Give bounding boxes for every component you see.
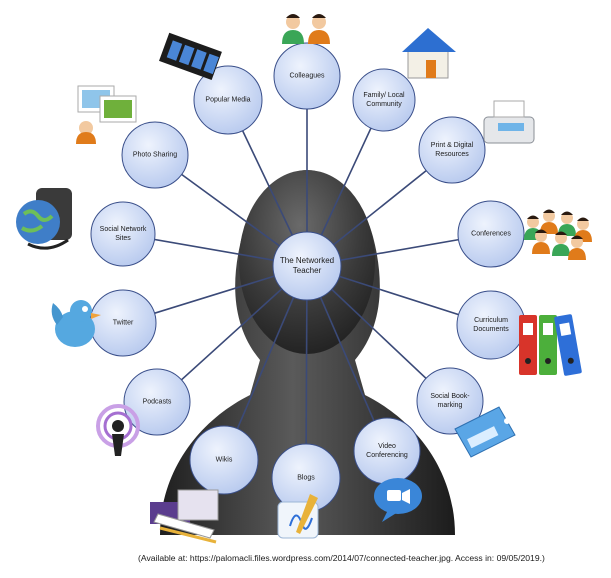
node-label-conferences: Conferences [471, 230, 511, 238]
film-strip-icon [159, 32, 222, 81]
node-label-wikis: Wikis [215, 456, 233, 464]
node-bubble-conferences [457, 200, 525, 268]
node-bubble-print [418, 116, 486, 184]
node-label-blogs: Blogs [297, 474, 315, 482]
globe-headset-icon [16, 188, 72, 250]
connector-blogs [305, 265, 308, 479]
node-bubble-social [90, 201, 156, 267]
connector-wikis [223, 265, 308, 461]
wiki-blocks-icon [150, 489, 219, 544]
node-label-bookmarking: Social Book-marking [430, 393, 470, 409]
center-node-bubble [272, 231, 342, 301]
node-bubble-colleagues [273, 42, 341, 110]
bird-icon [51, 300, 101, 347]
blog-pen-icon [277, 494, 319, 539]
node-bubbles [89, 42, 526, 513]
house-icon [402, 28, 456, 79]
node-label-video: Video Conferencing [366, 443, 408, 459]
tag-icon [454, 406, 516, 458]
printer-icon [483, 100, 535, 144]
binders-icon [519, 314, 582, 376]
people-group-icon [524, 209, 592, 260]
node-label-photo: Photo Sharing [132, 151, 178, 159]
node-label-twitter: Twitter [112, 319, 134, 327]
node-label-colleagues: Colleagues [289, 72, 325, 80]
node-label-curriculum: Curriculum Documents [473, 317, 509, 333]
node-bubble-bookmarking [416, 367, 484, 435]
video-camera-bubble-icon [374, 478, 422, 522]
node-bubble-podcasts [123, 368, 191, 436]
node-label-social: Social Network Sites [99, 226, 147, 242]
node-label-family: Family/ Local Community [363, 92, 405, 108]
podcast-icon [96, 404, 140, 456]
people-pair-icon [282, 14, 330, 44]
center-node-label: The Networked Teacher [279, 256, 335, 275]
node-label-popular: Popular Media [205, 96, 251, 104]
node-label-print: Print & Digital Resources [430, 142, 474, 158]
node-bubble-popular [193, 65, 263, 135]
node-icons [16, 14, 592, 544]
node-bubble-family [352, 68, 416, 132]
node-label-podcasts: Podcasts [142, 398, 172, 406]
source-credit: (Available at: https://palomacli.files.w… [138, 553, 545, 563]
photos-icon [76, 85, 137, 144]
node-bubble-photo [121, 121, 189, 189]
node-bubble-wikis [189, 425, 259, 495]
